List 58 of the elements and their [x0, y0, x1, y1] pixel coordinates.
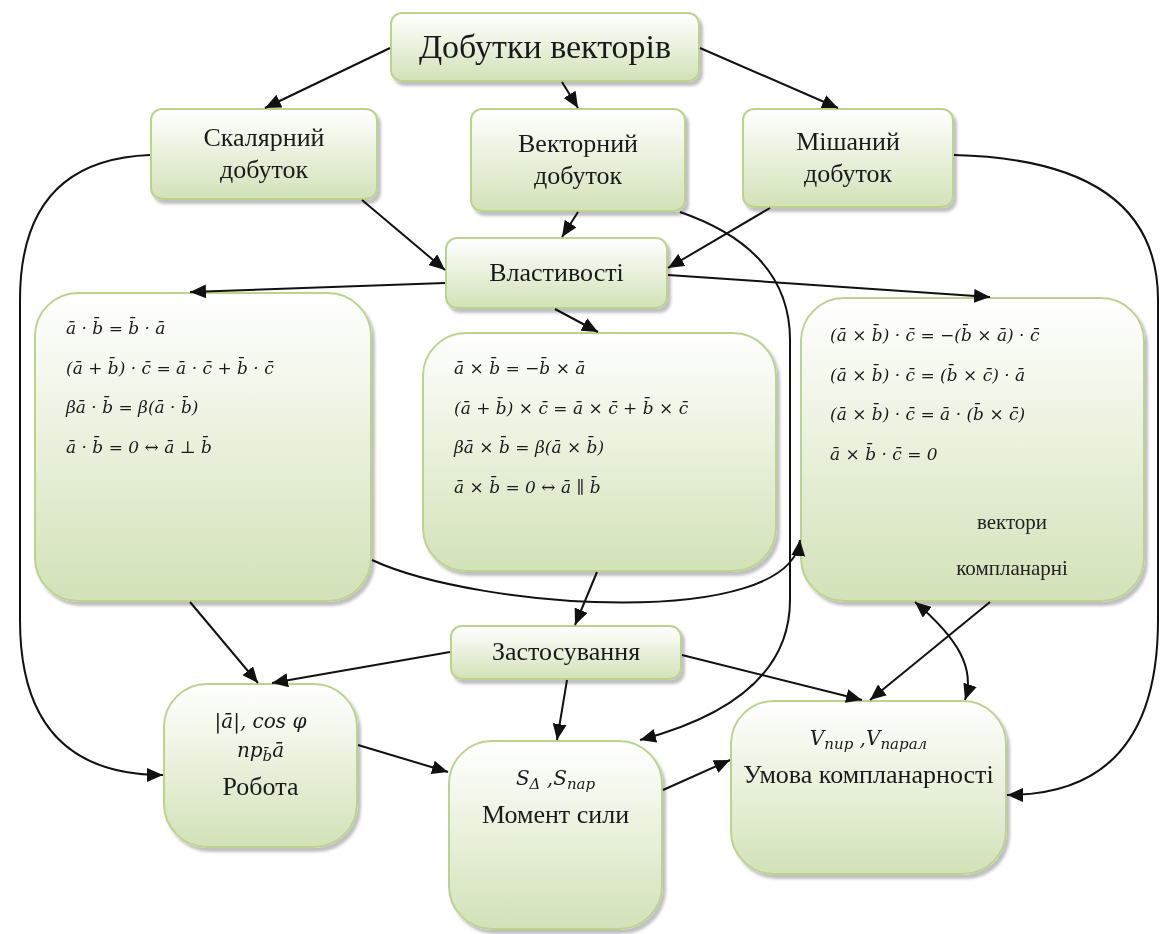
formula: (ā + b̄) × c̄ = ā × c̄ + b̄ × c̄	[454, 396, 689, 420]
rounded-box	[730, 700, 1007, 875]
arrow	[681, 654, 863, 703]
arrow	[914, 601, 976, 701]
rounded-box	[390, 12, 700, 82]
formula-note: вектори компланарні	[955, 509, 1069, 582]
rounded-box	[34, 292, 372, 602]
formula: ā × b̄ = 0 ↔ ā ∥ b̄	[454, 475, 601, 499]
node-label: Властивості	[489, 256, 624, 289]
arrow	[271, 651, 451, 688]
node-label: Скалярний добуток	[202, 121, 326, 186]
formula: βā × b̄ = β(ā × b̄)	[454, 435, 605, 459]
rounded-box	[448, 740, 663, 930]
node-label: Векторний добуток	[517, 127, 639, 192]
arrow	[869, 601, 991, 701]
rounded-box	[450, 625, 682, 680]
formula: (ā × b̄) · c̄ = (b̄ × c̄) · ā	[830, 363, 1026, 387]
rounded-box	[742, 108, 954, 208]
node-label: Мішаний добуток	[795, 125, 901, 190]
arrow	[639, 211, 791, 743]
rounded-box	[470, 108, 686, 212]
arrow	[662, 759, 731, 791]
rounded-box	[800, 297, 1145, 602]
arrow	[953, 154, 1159, 802]
formula: пр$_{b̄}$ā	[236, 738, 285, 763]
node-label: Добутки векторів	[418, 26, 672, 67]
formula: V$_{пир}$ ,V$_{парал}$	[809, 726, 928, 751]
arrow	[264, 47, 391, 109]
formula: ā · b̄ = b̄ · ā	[66, 316, 166, 340]
arrow	[189, 601, 259, 684]
formula: βā · b̄ = β(ā · b̄)	[66, 395, 199, 419]
arrow	[552, 679, 568, 741]
formula: |ā|, cos φ	[214, 709, 307, 734]
arrow	[189, 282, 446, 299]
rounded-box	[163, 683, 358, 848]
arrow	[667, 207, 771, 269]
rounded-box	[445, 237, 668, 309]
arrow	[357, 744, 449, 775]
node-label: Застосування	[491, 636, 641, 669]
arrow	[699, 47, 839, 109]
node-label: Момент сили	[481, 799, 630, 831]
rounded-box	[150, 108, 378, 200]
formula: (ā × b̄) · c̄ = ā · (b̄ × c̄)	[830, 402, 1026, 426]
arrow	[667, 274, 991, 303]
formula: (ā × b̄) · c̄ = −(b̄ × ā) · c̄	[830, 323, 1040, 347]
node-label: Робота	[222, 771, 299, 803]
formula: S$_{Δ}$ ,S$_{пар}$	[515, 766, 596, 791]
arrow	[561, 211, 579, 238]
formula: ā × b̄ · c̄ = 0	[830, 442, 938, 466]
arrow	[19, 154, 164, 782]
arrow	[561, 81, 579, 109]
arrow	[554, 308, 599, 333]
arrow	[361, 199, 446, 271]
formula: ā × b̄ = −b̄ × ā	[454, 356, 586, 380]
node-label: Умова компланарності	[743, 759, 994, 791]
formula: (ā + b̄) · c̄ = ā · c̄ + b̄ · c̄	[66, 356, 274, 380]
rounded-box	[422, 332, 777, 572]
formula: ā · b̄ = 0 ↔ ā ⊥ b̄	[66, 435, 212, 459]
